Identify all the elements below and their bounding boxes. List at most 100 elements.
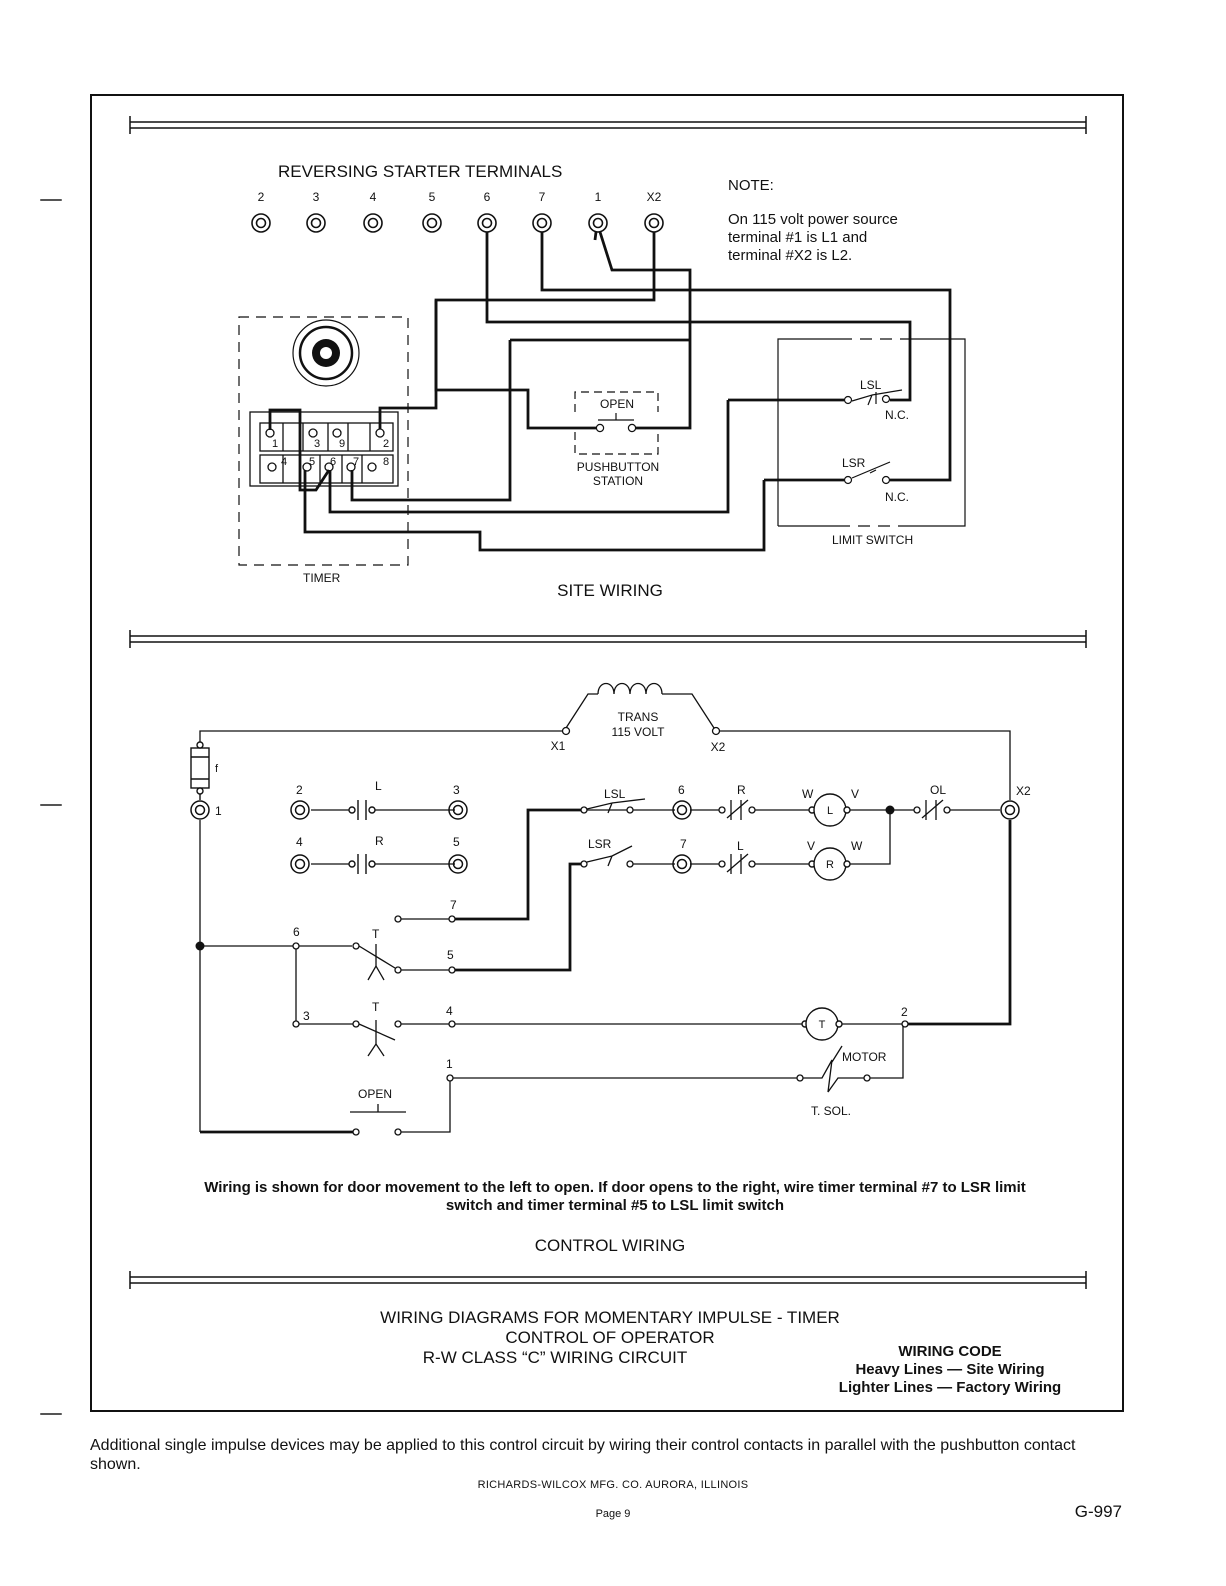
- binder-mark: [40, 199, 62, 201]
- footer-note: Additional single impulse devices may be…: [90, 1437, 1076, 1473]
- terminal-screw: [672, 854, 692, 874]
- site-wires: [268, 231, 952, 552]
- svg-text:1: 1: [272, 438, 278, 450]
- title-line: CONTROL OF OPERATOR: [505, 1328, 715, 1347]
- svg-text:T: T: [372, 1000, 380, 1014]
- fuse: [190, 741, 210, 800]
- lsr-switch: [843, 461, 891, 485]
- terminal-label: 1: [595, 190, 602, 204]
- svg-text:X2: X2: [1016, 784, 1031, 798]
- svg-text:8: 8: [383, 456, 389, 468]
- wiring-code-line: Lighter Lines — Factory Wiring: [838, 1379, 1062, 1396]
- svg-text:LSL: LSL: [860, 378, 882, 392]
- svg-text:N.C.: N.C.: [885, 490, 909, 504]
- coil-l: [808, 793, 851, 827]
- control-labels: 1 2 L 3 4 R 5 LSL 6 R W V OL X2 LSR 7 L …: [215, 779, 1031, 1118]
- svg-text:2: 2: [296, 783, 303, 797]
- limit-switch-labels: LSL N.C. LSR N.C. LIMIT SWITCH: [832, 378, 913, 547]
- terminal-screw: [672, 800, 692, 820]
- terminal-screw: [588, 213, 608, 233]
- terminal-label: 4: [370, 190, 377, 204]
- contact-r: [348, 854, 376, 874]
- junction-dot: [195, 941, 205, 951]
- terminal-label: 2: [258, 190, 265, 204]
- pushbutton-label: STATION: [593, 474, 643, 488]
- site-wiring-title: SITE WIRING: [557, 581, 663, 600]
- svg-text:7: 7: [680, 837, 687, 851]
- terminal-screw: [448, 800, 468, 820]
- svg-text:N.C.: N.C.: [885, 408, 909, 422]
- note-line: On 115 volt power source: [728, 211, 898, 228]
- coil-t: [801, 1007, 843, 1041]
- wiring-code-title: WIRING CODE: [898, 1343, 1002, 1360]
- svg-text:1: 1: [446, 1057, 453, 1071]
- factory-wires: [199, 730, 1011, 1133]
- svg-text:R: R: [826, 859, 834, 871]
- terminal-label: X2: [647, 190, 662, 204]
- svg-text:2: 2: [383, 438, 389, 450]
- svg-text:4: 4: [446, 1004, 453, 1018]
- timer-terminal-block: [249, 411, 399, 487]
- transformer-labels: TRANS 115 VOLT X1 X2: [551, 710, 726, 754]
- svg-text:5: 5: [309, 456, 315, 468]
- open-pushbutton: [350, 1104, 406, 1136]
- note-line: terminal #1 is L1 and: [728, 229, 868, 246]
- pushbutton-station: [574, 391, 659, 455]
- svg-text:6: 6: [678, 783, 685, 797]
- terminal-screw: [290, 854, 310, 874]
- svg-text:7: 7: [450, 898, 457, 912]
- svg-text:3: 3: [303, 1009, 310, 1023]
- coil-letters: L R T: [819, 805, 834, 1031]
- terminal-label: 3: [313, 190, 320, 204]
- svg-text:LIMIT SWITCH: LIMIT SWITCH: [832, 533, 913, 547]
- svg-text:T. SOL.: T. SOL.: [811, 1104, 851, 1118]
- diagram-frame: [90, 94, 1124, 1412]
- svg-text:L: L: [737, 839, 744, 853]
- timer-dial: [292, 319, 360, 387]
- company-name: RICHARDS-WILCOX MFG. CO. AURORA, ILLINOI…: [477, 1479, 749, 1491]
- starter-terminals: 2 3 4 5 6 7 1 X2: [258, 190, 662, 204]
- page-number: Page 9: [595, 1508, 631, 1520]
- transformer: [561, 682, 721, 736]
- svg-text:W: W: [851, 839, 863, 853]
- terminal-screw: [448, 854, 468, 874]
- terminal-screw: [532, 213, 552, 233]
- svg-text:OL: OL: [930, 783, 946, 797]
- terminal-screw: [1000, 800, 1020, 820]
- contact-l: [348, 800, 376, 820]
- svg-text:4: 4: [281, 456, 287, 468]
- coil-r: [808, 847, 851, 881]
- fuse-label: f: [215, 763, 219, 775]
- wiring-code-line: Heavy Lines — Site Wiring: [855, 1361, 1045, 1378]
- lsl-contact: [580, 798, 646, 814]
- svg-text:1: 1: [215, 804, 222, 818]
- site-header: REVERSING STARTER TERMINALS: [278, 162, 562, 181]
- svg-text:4: 4: [296, 835, 303, 849]
- control-wiring-title: CONTROL WIRING: [535, 1236, 685, 1255]
- contact-ol-nc: [913, 799, 951, 820]
- junction-dot: [885, 805, 895, 815]
- svg-text:R: R: [375, 834, 384, 848]
- svg-text:TRANS: TRANS: [618, 710, 659, 724]
- node-points: [446, 915, 909, 1082]
- svg-text:5: 5: [447, 948, 454, 962]
- svg-text:V: V: [851, 787, 859, 801]
- svg-text:OPEN: OPEN: [358, 1087, 392, 1101]
- coils: [801, 793, 851, 1041]
- wiring-code-legend: WIRING CODE Heavy Lines — Site Wiring Li…: [800, 1343, 1100, 1397]
- section-divider: [129, 1271, 1087, 1289]
- control-wiring-note: Wiring is shown for door movement to the…: [204, 1179, 1026, 1214]
- svg-text:3: 3: [453, 783, 460, 797]
- document-number: G-997: [1074, 1502, 1122, 1521]
- timer-box: [238, 316, 409, 566]
- svg-text:6: 6: [293, 925, 300, 939]
- svg-text:3: 3: [314, 438, 320, 450]
- contact-r-nc: [718, 799, 756, 820]
- terminal-screw: [477, 213, 497, 233]
- timer-solenoid: [796, 1045, 871, 1093]
- terminal-label: 7: [539, 190, 546, 204]
- title-line: WIRING DIAGRAMS FOR MOMENTARY IMPULSE - …: [380, 1308, 840, 1327]
- svg-text:X2: X2: [711, 740, 726, 754]
- timer-switch-lower: [292, 1020, 402, 1057]
- svg-text:LSR: LSR: [588, 837, 612, 851]
